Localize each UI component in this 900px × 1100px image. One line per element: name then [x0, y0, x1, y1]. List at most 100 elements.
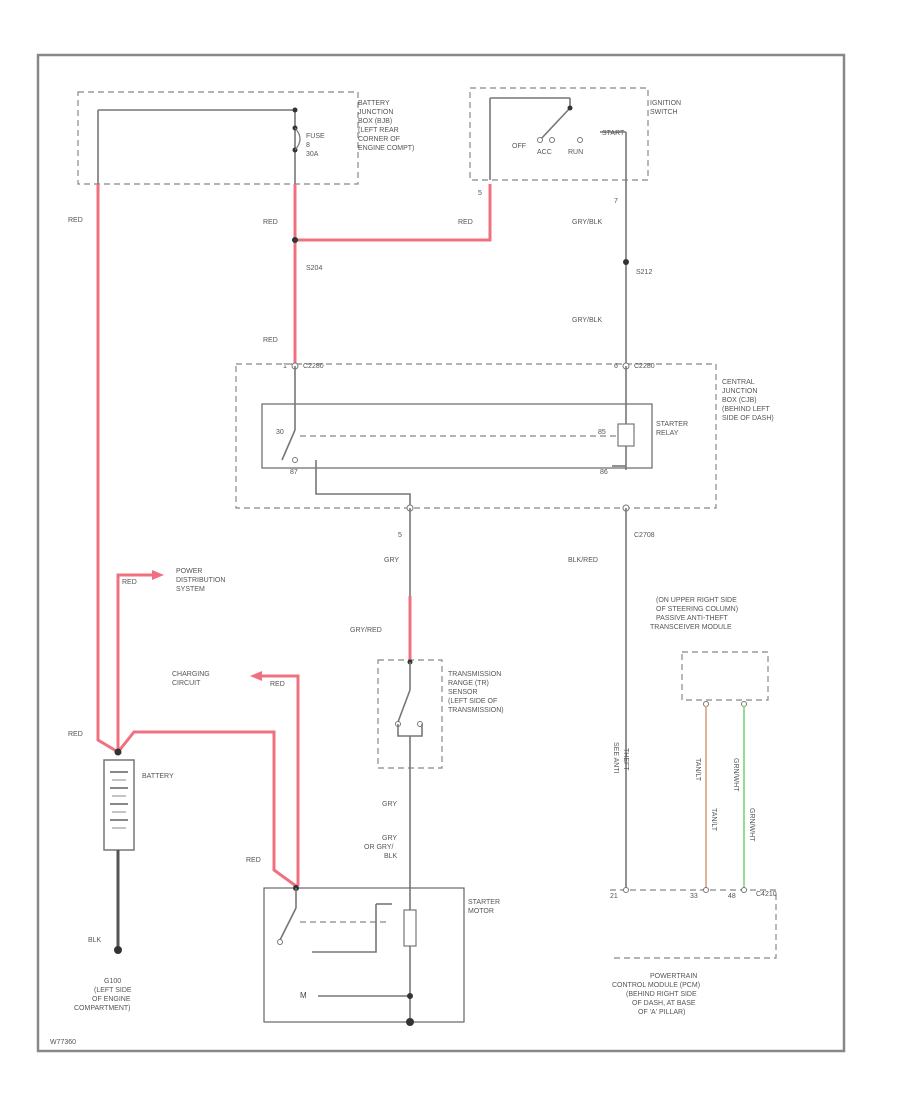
pats-label-2: OF STEERING COLUMN) [656, 606, 738, 613]
wire-label-red-main: RED [68, 217, 83, 224]
wire-label-gry-blk-mid: GRY/BLK [572, 317, 603, 324]
ign-pos-run: RUN [568, 149, 583, 156]
pin-label-6: 6 [614, 363, 618, 370]
pcm-label-4: OF DASH, AT BASE [632, 1000, 696, 1007]
pcm-label-1: POWERTRAIN [650, 973, 697, 980]
ign-title-2: SWITCH [650, 109, 678, 116]
battery-junction-box: FUSE 8 30A BATTERY JUNCTION BOX (BJB) (L… [77, 91, 414, 185]
conn-c4210: C4210 [756, 891, 777, 898]
tr-title-5: TRANSMISSION) [448, 707, 504, 714]
conn-c2708: C2708 [634, 532, 655, 539]
pats-wire-label-3: TAN/LT [710, 808, 717, 832]
pds-label-3: SYSTEM [176, 586, 205, 593]
cjb-title-1: CENTRAL [722, 379, 755, 386]
pats-module: (ON UPPER RIGHT SIDE OF STEERING COLUMN)… [612, 597, 769, 888]
ign-title-1: IGNITION [650, 100, 681, 107]
battery-label: BATTERY [142, 773, 174, 780]
pcm-label-3: (BEHIND RIGHT SIDE [626, 991, 697, 998]
central-junction-box: C2280 C2280 1 6 CENTRAL JUNCTION BOX (CJ… [235, 362, 774, 539]
figure-id: W77360 [50, 1039, 76, 1046]
ign-pos-start: START [602, 130, 625, 137]
ground-label-3: OF ENGINE [92, 996, 131, 1003]
conn-c2280-right: C2280 [634, 363, 655, 370]
charging-label-1: CHARGING [172, 671, 210, 678]
see-anti-theft-2: THEFT [622, 748, 629, 771]
relay-pin-30: 30 [276, 429, 284, 436]
wire-label-gry-lower: GRY [382, 801, 397, 808]
cjb-title-5: SIDE OF DASH) [722, 415, 774, 422]
pds-label-2: DISTRIBUTION [176, 577, 225, 584]
fuse-label-1: FUSE [306, 133, 325, 140]
relay-title-1: STARTER [656, 421, 688, 428]
ign-pin-left: 5 [478, 190, 482, 197]
pats-label-1: (ON UPPER RIGHT SIDE [656, 597, 737, 604]
motor-symbol: M [300, 991, 307, 1000]
ground-label-4: COMPARTMENT) [74, 1005, 131, 1012]
pcm-pin-33: 33 [690, 893, 698, 900]
wire-label-gry-or-1: GRY [382, 835, 397, 842]
wire-label-red-fuse: RED [263, 219, 278, 226]
bjb-title-4: (LEFT REAR [358, 127, 399, 134]
power-distribution-system: RED POWER DISTRIBUTION SYSTEM [116, 568, 225, 752]
splice-s204: S204 [306, 265, 322, 272]
relay-pin-86: 86 [600, 469, 608, 476]
see-anti-theft-1: SEE ANTI [612, 742, 619, 774]
conn-c2280-left: C2280 [303, 363, 324, 370]
wire-label-red-ign: RED [458, 219, 473, 226]
pcm-label-2: CONTROL MODULE (PCM) [612, 982, 700, 989]
cjb-title-3: BOX (CJB) [722, 397, 757, 404]
pds-label-1: POWER [176, 568, 202, 575]
pcm-pin-48: 48 [728, 893, 736, 900]
pcm-pin-21: 21 [610, 893, 618, 900]
cjb-title-4: (BEHIND LEFT [722, 406, 771, 413]
wire-label-gry-red: GRY/RED [350, 627, 382, 634]
starter-motor: M STARTER MOTOR [263, 885, 500, 1026]
wire-label-gry-or-2: OR GRY/ [364, 844, 393, 851]
bjb-title-5: CORNER OF [358, 136, 400, 143]
pats-label-4: TRANSCEIVER MODULE [650, 624, 732, 631]
ground-label-1: G100 [104, 978, 121, 985]
ground-g100: BLK G100 (LEFT SIDE OF ENGINE COMPARTMEN… [74, 850, 132, 1012]
splice-s212: S212 [636, 269, 652, 276]
wire-label-red-charging: RED [270, 681, 285, 688]
red-splice-to-ignition-wire [295, 184, 492, 242]
pats-label-3: PASSIVE ANTI-THEFT [656, 615, 729, 622]
charging-label-2: CIRCUIT [172, 680, 201, 687]
ign-pos-acc: ACC [537, 149, 552, 156]
wire-label-gry-blk-top: GRY/BLK [572, 219, 603, 226]
pcm-module: 21 33 48 C4210 POWERTRAIN CONTROL MODULE… [610, 887, 777, 1016]
relay-pin-85: 85 [598, 429, 606, 436]
red-battery-to-starter-wire [116, 730, 297, 888]
fuse-label-2: 8 [306, 142, 310, 149]
relay-title-2: RELAY [656, 430, 679, 437]
tr-title-4: (LEFT SIDE OF [448, 698, 497, 705]
pin-label-5: 5 [398, 532, 402, 539]
tr-title-1: TRANSMISSION [448, 671, 501, 678]
bjb-title-2: JUNCTION [358, 109, 393, 116]
ign-pos-off: OFF [512, 143, 526, 150]
outer-frame [36, 53, 846, 1053]
transmission-range-sensor: TRANSMISSION RANGE (TR) SENSOR (LEFT SID… [377, 659, 504, 769]
tr-title-2: RANGE (TR) [448, 680, 489, 687]
bjb-title-3: BOX (BJB) [358, 118, 392, 125]
bjb-title-1: BATTERY [358, 100, 390, 107]
ign-pin-right: 7 [614, 198, 618, 205]
fuse-8: FUSE 8 30A [292, 125, 325, 158]
starter-relay: 30 85 87 86 STARTER RELAY [261, 366, 688, 476]
wire-label-red-pds: RED [122, 579, 137, 586]
starter-title-2: MOTOR [468, 908, 494, 915]
ignition-switch: OFF ACC RUN START IGNITION SWITCH 5 7 [469, 87, 681, 205]
pats-wire-label-2: GRN/WHT [732, 758, 739, 792]
charging-circuit: RED CHARGING CIRCUIT [172, 671, 300, 886]
battery: BATTERY [103, 748, 174, 851]
tr-title-3: SENSOR [448, 689, 478, 696]
bjb-title-6: ENGINE COMPT) [358, 145, 414, 152]
pats-wire-label-4: GRN/WHT [748, 808, 755, 842]
ground-label-2: (LEFT SIDE [94, 987, 132, 994]
wire-label-gry-or-3: BLK [384, 853, 398, 860]
red-main-feed-wire [96, 184, 119, 754]
pin-label-1: 1 [283, 363, 287, 370]
fuse-label-3: 30A [306, 151, 319, 158]
cjb-title-2: JUNCTION [722, 388, 757, 395]
